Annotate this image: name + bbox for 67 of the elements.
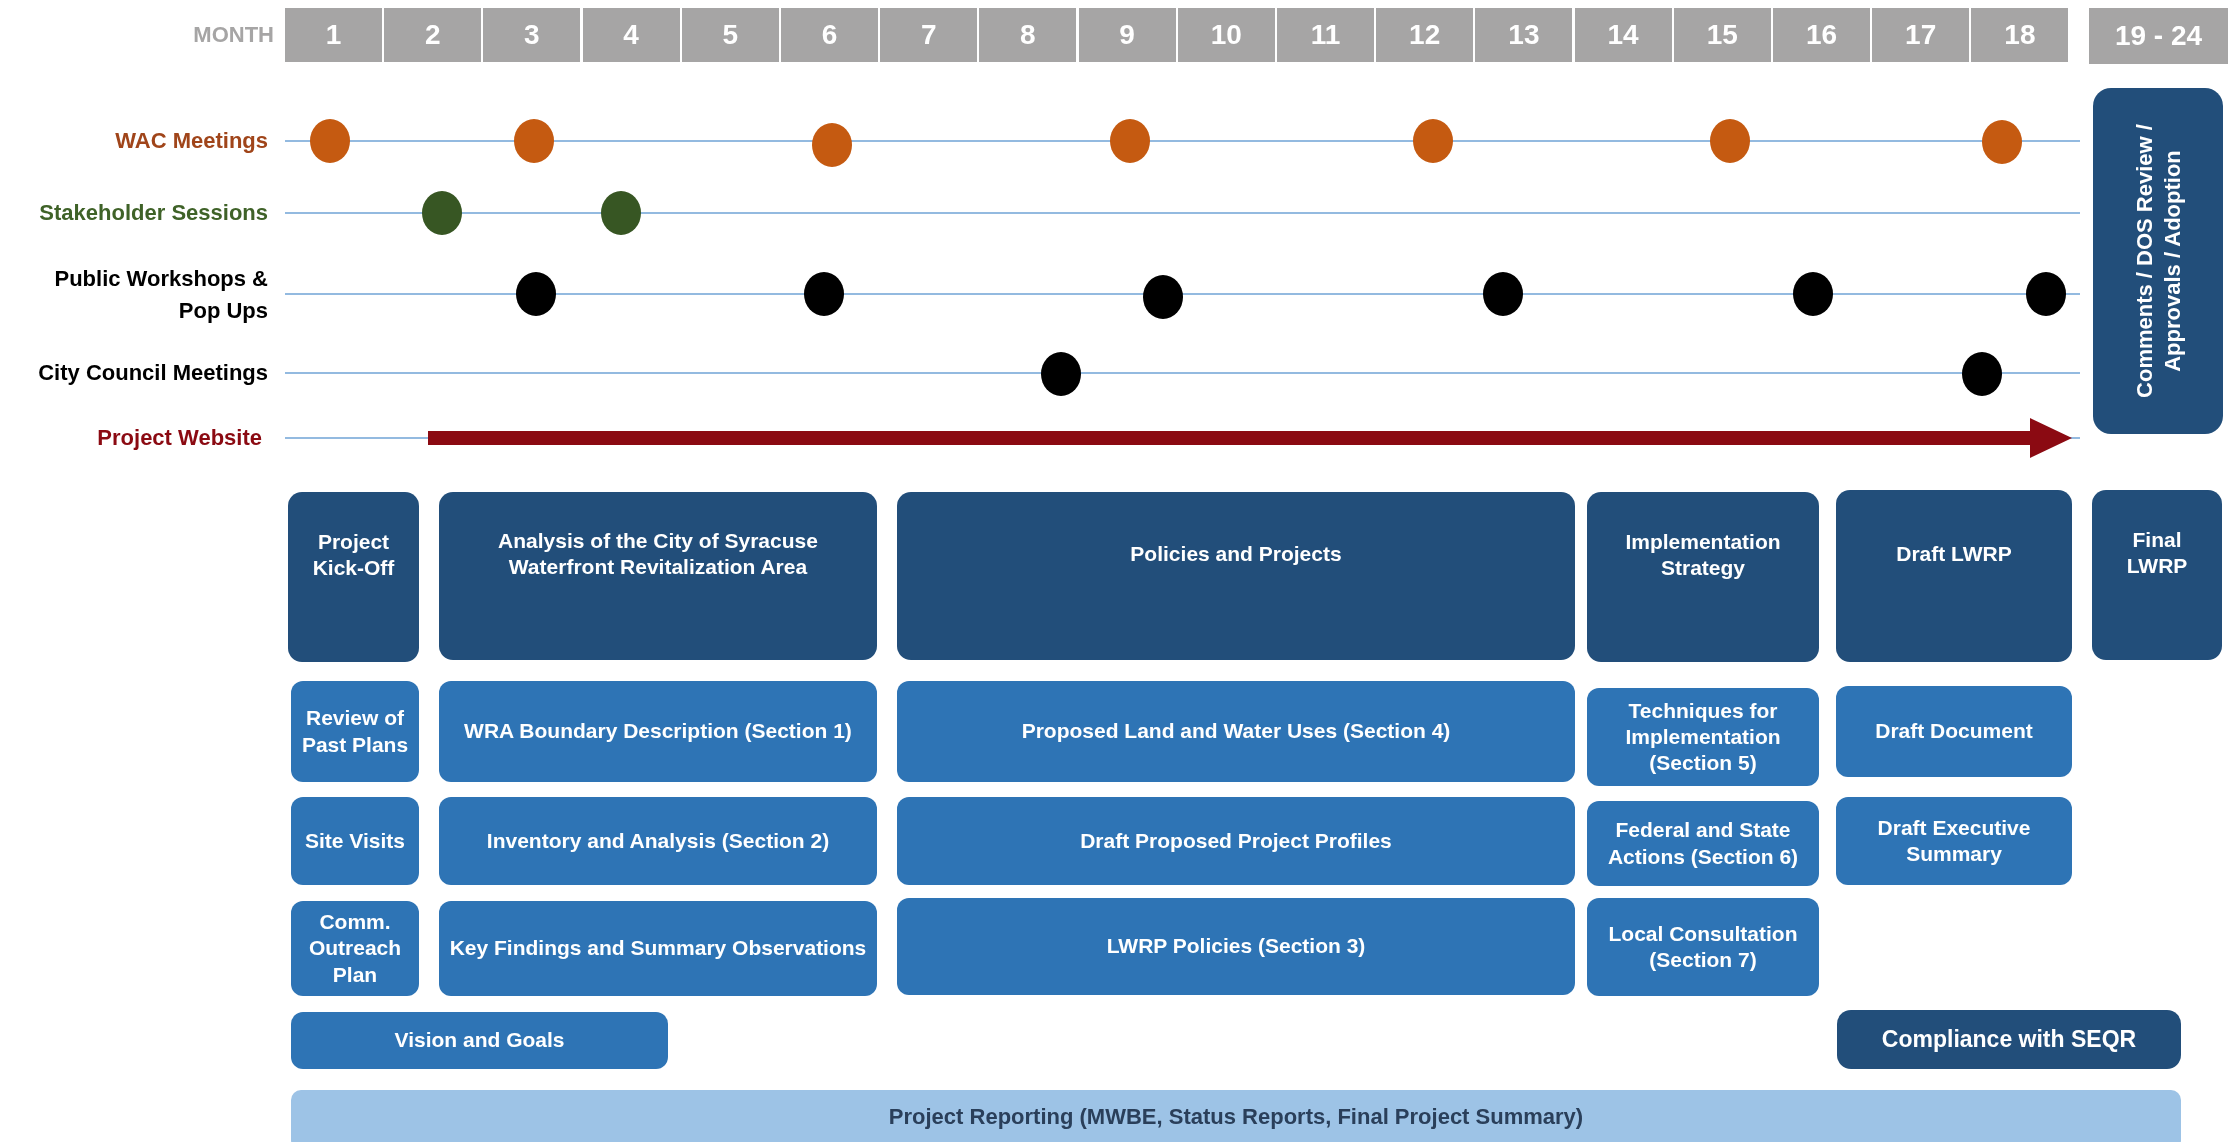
month-header: 6 bbox=[781, 8, 878, 62]
month-header: 3 bbox=[483, 8, 581, 62]
box-label: Comments / DOS Review / Approvals / Adoption bbox=[2130, 123, 2186, 400]
task-box: LWRP Policies (Section 3) bbox=[897, 898, 1575, 995]
meeting-dot bbox=[1110, 119, 1150, 163]
task-box: Key Findings and Summary Observations bbox=[439, 901, 877, 996]
month-header: 15 bbox=[1673, 8, 1771, 62]
row-label: Stakeholder Sessions bbox=[38, 199, 268, 228]
phase-box: Compliance with SEQR bbox=[1837, 1010, 2181, 1069]
month-header: 12 bbox=[1376, 8, 1474, 62]
phase-box: Policies and Projects bbox=[897, 492, 1575, 660]
month-header: 5 bbox=[681, 8, 779, 62]
reporting-bar: Project Reporting (MWBE, Status Reports, Final Project Summary) bbox=[291, 1090, 2181, 1142]
row-label: City Council Meetings bbox=[37, 359, 268, 388]
phase-box: Final LWRP bbox=[2092, 490, 2222, 660]
phase-box: Project Kick-Off bbox=[288, 492, 419, 662]
task-box: Proposed Land and Water Uses (Section 4) bbox=[897, 681, 1575, 782]
meeting-dot bbox=[422, 191, 462, 235]
month-header: 8 bbox=[979, 8, 1077, 62]
task-box: Federal and State Actions (Section 6) bbox=[1587, 801, 1819, 886]
task-box: Draft Proposed Project Profiles bbox=[897, 797, 1575, 885]
meeting-dot bbox=[1962, 352, 2002, 396]
meeting-dot bbox=[1041, 352, 1081, 396]
meeting-dot bbox=[1793, 272, 1833, 316]
meeting-dot bbox=[812, 123, 852, 167]
month-header: 9 bbox=[1078, 8, 1176, 62]
meeting-dot bbox=[310, 119, 350, 163]
task-box: Draft Executive Summary bbox=[1836, 797, 2072, 885]
task-box: Inventory and Analysis (Section 2) bbox=[439, 797, 877, 885]
row-label: Public Workshops & Pop Ups bbox=[53, 265, 268, 325]
month-header: 4 bbox=[582, 8, 680, 62]
row-label: Project Website bbox=[96, 424, 262, 453]
meeting-dot bbox=[1413, 119, 1453, 163]
task-box: Local Consultation (Section 7) bbox=[1587, 898, 1819, 996]
phase-box: Draft LWRP bbox=[1836, 490, 2072, 662]
task-box: Comm. Outreach Plan bbox=[291, 901, 419, 996]
month-header: 14 bbox=[1574, 8, 1672, 62]
month-header: 7 bbox=[880, 8, 978, 62]
task-box: Site Visits bbox=[291, 797, 419, 885]
meeting-dot bbox=[514, 119, 554, 163]
month-header: 18 bbox=[1971, 8, 2069, 62]
month-header: 16 bbox=[1773, 8, 1870, 62]
task-box: Draft Document bbox=[1836, 686, 2072, 777]
task-box: Techniques for Implementation (Section 5) bbox=[1587, 688, 1819, 786]
month-header: 1 bbox=[285, 8, 382, 62]
meeting-dot bbox=[2026, 272, 2066, 316]
month-header: 19 - 24 bbox=[2089, 8, 2228, 64]
task-box: Review of Past Plans bbox=[291, 681, 419, 782]
month-header: 13 bbox=[1475, 8, 1573, 62]
month-header: 11 bbox=[1277, 8, 1374, 62]
meeting-dot bbox=[1982, 120, 2022, 164]
meeting-dot bbox=[1710, 119, 1750, 163]
meeting-dot bbox=[516, 272, 556, 316]
meeting-dot bbox=[1483, 272, 1523, 316]
task-box: Vision and Goals bbox=[291, 1012, 668, 1069]
month-header: 17 bbox=[1872, 8, 1970, 62]
axis-title: MONTH bbox=[192, 21, 275, 49]
phase-box: Analysis of the City of Syracuse Waterfront Revitalization Area bbox=[439, 492, 877, 660]
meeting-dot bbox=[601, 191, 641, 235]
row-label: WAC Meetings bbox=[114, 127, 268, 156]
phase-box: Implementation Strategy bbox=[1587, 492, 1819, 662]
task-box: WRA Boundary Description (Section 1) bbox=[439, 681, 877, 782]
meeting-dot bbox=[804, 272, 844, 316]
month-header: 10 bbox=[1177, 8, 1275, 62]
meeting-dot bbox=[1143, 275, 1183, 319]
month-header: 2 bbox=[384, 8, 482, 62]
review-box bbox=[2093, 88, 2223, 434]
